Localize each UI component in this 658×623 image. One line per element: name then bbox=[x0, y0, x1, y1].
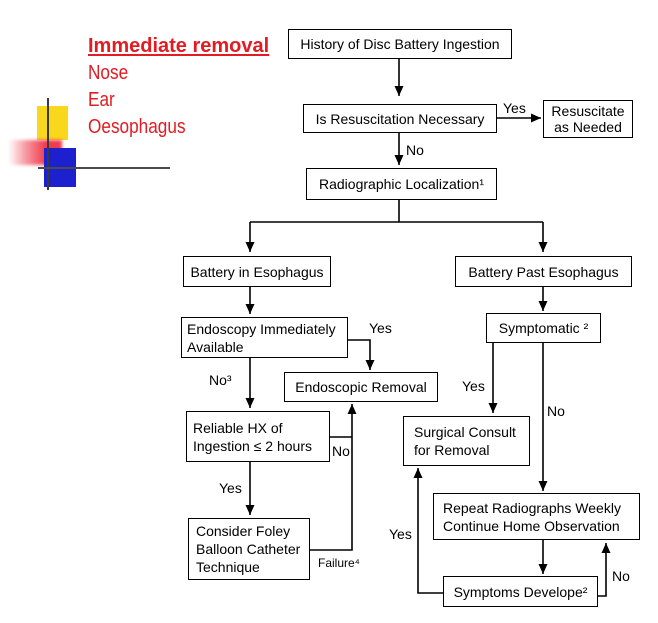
edge-label-endoscopy-no: No³ bbox=[209, 372, 232, 388]
node-endoscopic-removal-label: Endoscopic Removal bbox=[295, 379, 427, 395]
node-repeat-radiographs-label: Repeat Radiographs Weekly Continue Home … bbox=[443, 499, 621, 534]
legend-item-ear: Ear bbox=[88, 89, 115, 111]
edge-label-resuscitation-no: No bbox=[406, 142, 424, 158]
node-battery-past-esophagus: Battery Past Esophagus bbox=[455, 256, 632, 287]
node-surgical-consult-label: Surgical Consult for Removal bbox=[414, 424, 516, 458]
node-resuscitation-question: Is Resuscitation Necessary bbox=[303, 104, 497, 133]
node-symptoms-develop: Symptoms Develope² bbox=[443, 576, 598, 607]
edge-label-foley-failure: Failure⁴ bbox=[318, 556, 360, 570]
node-resuscitate: Resuscitate as Needed bbox=[543, 100, 633, 138]
arrow-symptoms-no bbox=[598, 543, 611, 597]
node-endoscopy-available: Endoscopy Immediately Available bbox=[181, 317, 348, 358]
legend-item-oesophagus: Oesophagus bbox=[88, 116, 186, 138]
node-reliable-hx-label: Reliable HX of Ingestion ≤ 2 hours bbox=[193, 419, 312, 454]
edge-label-symptomatic-yes: Yes bbox=[462, 378, 485, 394]
node-reliable-hx: Reliable HX of Ingestion ≤ 2 hours bbox=[186, 411, 330, 462]
edge-label-symptoms-yes: Yes bbox=[389, 526, 412, 542]
edge-label-reliable-hx-yes: Yes bbox=[219, 480, 242, 496]
node-endoscopic-removal: Endoscopic Removal bbox=[284, 372, 438, 402]
node-symptomatic: Symptomatic ² bbox=[486, 313, 601, 343]
arrow-endoscopy-yes bbox=[348, 339, 375, 370]
node-repeat-radiographs: Repeat Radiographs Weekly Continue Home … bbox=[433, 493, 640, 540]
decor-horizontal-line bbox=[38, 167, 170, 169]
node-battery-past-esophagus-label: Battery Past Esophagus bbox=[468, 263, 619, 280]
node-surgical-consult: Surgical Consult for Removal bbox=[403, 416, 530, 466]
arrow-foley-failure bbox=[310, 404, 357, 551]
node-history: History of Disc Battery Ingestion bbox=[288, 29, 512, 59]
decor-yellow-square bbox=[37, 106, 68, 140]
edge-label-symptomatic-no: No bbox=[547, 403, 565, 419]
node-resuscitate-label: Resuscitate as Needed bbox=[551, 103, 625, 135]
legend-heading: Immediate removal bbox=[88, 35, 270, 57]
node-resuscitation-question-label: Is Resuscitation Necessary bbox=[315, 110, 485, 127]
legend-item-nose: Nose bbox=[88, 62, 129, 84]
node-battery-in-esophagus: Battery in Esophagus bbox=[183, 256, 331, 287]
edge-label-resuscitation-yes: Yes bbox=[503, 100, 526, 116]
node-symptoms-develop-label: Symptoms Develope² bbox=[453, 583, 588, 600]
node-history-label: History of Disc Battery Ingestion bbox=[300, 36, 500, 52]
node-endoscopy-available-label: Endoscopy Immediately Available bbox=[187, 320, 336, 355]
node-battery-in-esophagus-label: Battery in Esophagus bbox=[190, 263, 324, 280]
decor-vertical-line bbox=[47, 98, 49, 190]
edge-label-symptoms-no: No bbox=[612, 568, 630, 584]
edge-label-endoscopy-yes: Yes bbox=[369, 320, 392, 336]
node-radiographic-localization: Radiographic Localization¹ bbox=[306, 168, 497, 200]
node-symptomatic-label: Symptomatic ² bbox=[498, 320, 589, 336]
node-foley-catheter-label: Consider Foley Balloon Catheter Techniqu… bbox=[196, 523, 301, 575]
node-radiographic-localization-label: Radiographic Localization¹ bbox=[319, 176, 484, 192]
arrow-symptoms-yes bbox=[413, 468, 443, 594]
node-foley-catheter: Consider Foley Balloon Catheter Techniqu… bbox=[188, 518, 310, 580]
edge-label-reliable-hx-no: No bbox=[332, 443, 350, 459]
